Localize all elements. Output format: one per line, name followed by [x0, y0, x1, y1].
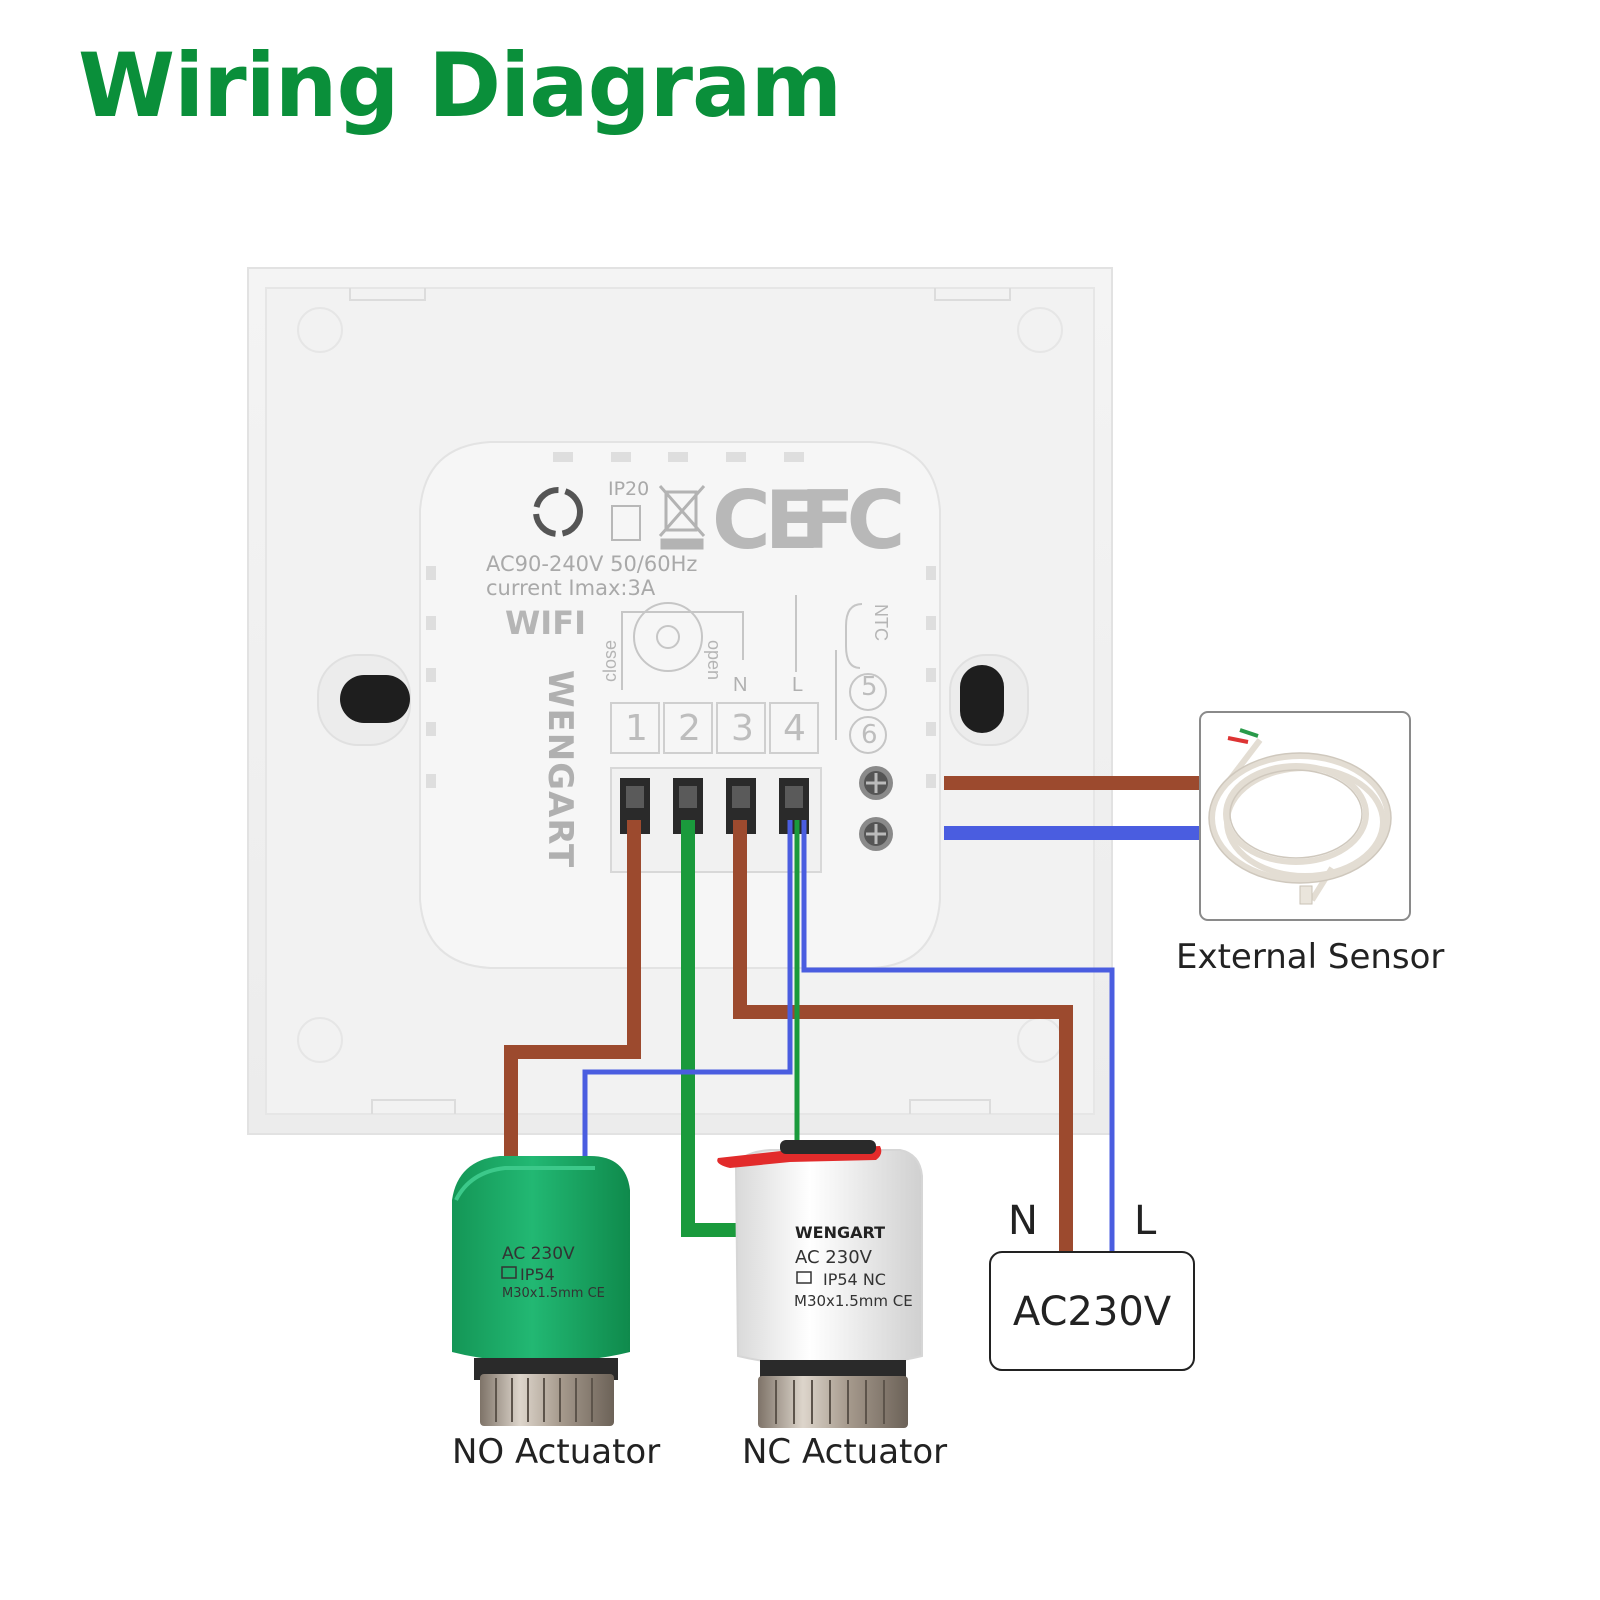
- circuit-schematic: [621, 595, 887, 754]
- terminal-number-6: 6: [861, 720, 878, 750]
- wire-terminal-4-blue-l: [801, 820, 1115, 1252]
- external-sensor-image: [1199, 711, 1411, 921]
- device-l-label: L: [792, 674, 804, 696]
- no-actuator-label: NO Actuator: [452, 1432, 661, 1472]
- open-label: open: [704, 640, 724, 681]
- page-title: Wiring Diagram: [78, 34, 842, 137]
- wire-terminal-3-brown: [733, 820, 1073, 1252]
- neutral-label: N: [1008, 1198, 1038, 1244]
- nc-actuator-thread: M30x1.5mm CE: [794, 1292, 913, 1310]
- close-label: close: [600, 640, 620, 683]
- terminal-number-5: 5: [861, 672, 878, 702]
- wire-terminal-1-brown: [504, 820, 641, 1160]
- external-sensor-label: External Sensor: [1176, 937, 1445, 977]
- fc-mark: FC: [800, 474, 905, 567]
- power-source-box: [989, 1251, 1195, 1371]
- wifi-label: WIFI: [505, 604, 586, 642]
- wire-terminal-4-blue-no: [582, 820, 793, 1156]
- nc-actuator-voltage: AC 230V: [795, 1247, 872, 1268]
- device-n-label: N: [733, 674, 748, 696]
- terminal-number-4: 4: [783, 708, 806, 749]
- wire-terminal-2-green: [681, 820, 742, 1237]
- no-actuator-voltage: AC 230V: [502, 1244, 575, 1264]
- terminal-number-2: 2: [678, 708, 701, 749]
- power-source-label: AC230V: [1012, 1289, 1172, 1335]
- nc-actuator: [717, 1140, 923, 1428]
- wires: [504, 776, 1200, 1252]
- terminal-block: [610, 767, 822, 873]
- ce-mark: CE: [712, 474, 819, 567]
- brand-label: WENGART: [540, 670, 580, 869]
- terminal-number-1: 1: [625, 708, 648, 749]
- screw-terminal-6: [859, 817, 893, 851]
- ring-icon: [533, 487, 583, 537]
- terminal-module: [419, 441, 941, 969]
- no-actuator-rating: IP54: [520, 1265, 555, 1284]
- ip20-rating: IP20: [608, 478, 650, 500]
- current-spec: current Imax:3A: [486, 576, 656, 600]
- nc-actuator-label: NC Actuator: [742, 1432, 948, 1472]
- voltage-spec: AC90-240V 50/60Hz: [486, 552, 698, 576]
- live-label: L: [1134, 1198, 1157, 1244]
- no-actuator: [452, 1156, 630, 1426]
- no-actuator-thread: M30x1.5mm CE: [502, 1286, 605, 1301]
- weee-bin-icon: [658, 485, 706, 550]
- screw-terminal-5: [859, 766, 893, 800]
- ntc-label: NTC: [871, 604, 891, 641]
- nc-actuator-rating: IP54 NC: [823, 1270, 886, 1289]
- nc-actuator-brand: WENGART: [795, 1223, 885, 1242]
- terminal-number-3: 3: [731, 708, 754, 749]
